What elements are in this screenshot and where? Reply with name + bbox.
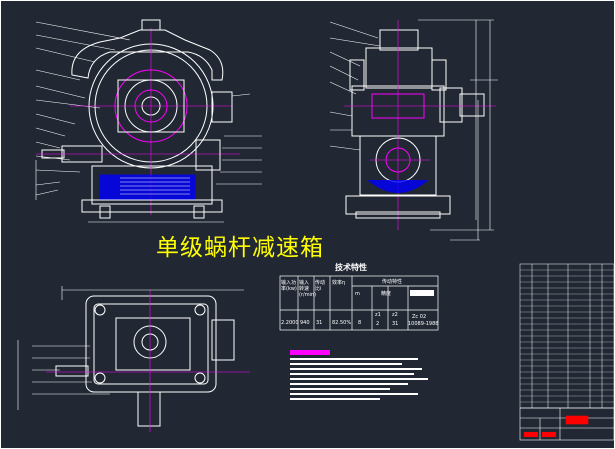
spec-value-standard-code: 10089-1988 (408, 321, 439, 327)
side-view-dimensions (418, 19, 498, 241)
spec-value-z1: 2 (376, 321, 380, 327)
spec-header-power: 输入功率(kw) (281, 280, 297, 292)
spec-table (279, 275, 439, 331)
title-block[interactable] (519, 407, 615, 441)
front-view[interactable] (35, 19, 262, 223)
spec-header-ratio: 传动比i (315, 280, 326, 292)
front-view-right-leaders (216, 93, 262, 185)
spec-subheader-z1: z1 (375, 312, 381, 318)
spec-subheader-precision: 精度 (381, 291, 392, 297)
spec-header-transmission: 传动特性 (382, 279, 403, 285)
front-view-leaders (35, 21, 131, 196)
spec-header-efficiency: 效率η (332, 280, 346, 286)
spec-value-z2: 31 (392, 321, 399, 327)
spec-value-power: 2.2000 (281, 320, 299, 326)
spec-value-ratio: 31 (316, 320, 323, 326)
side-view[interactable] (329, 19, 498, 241)
drawing-title: 单级蜗杆减速箱 (156, 235, 324, 261)
spec-table-title: 技术特性 (335, 263, 367, 272)
spec-subheader-m: m (355, 291, 360, 297)
spec-value-efficiency: 82.50% (332, 320, 352, 326)
spec-header-speed: 输入转速(r/min) (299, 280, 317, 298)
parts-list-rows (520, 269, 614, 403)
spec-value-module: 8 (358, 320, 362, 326)
technical-notes (290, 350, 428, 400)
spec-subheader-z2: z2 (392, 312, 398, 318)
spec-value-speed: 940 (300, 320, 310, 326)
spec-value-standard: Zc 02 (412, 314, 427, 320)
title-block-stamp (565, 415, 589, 425)
top-view[interactable] (17, 286, 250, 432)
side-view-leaders (329, 21, 381, 151)
top-view-leaders (32, 345, 110, 395)
